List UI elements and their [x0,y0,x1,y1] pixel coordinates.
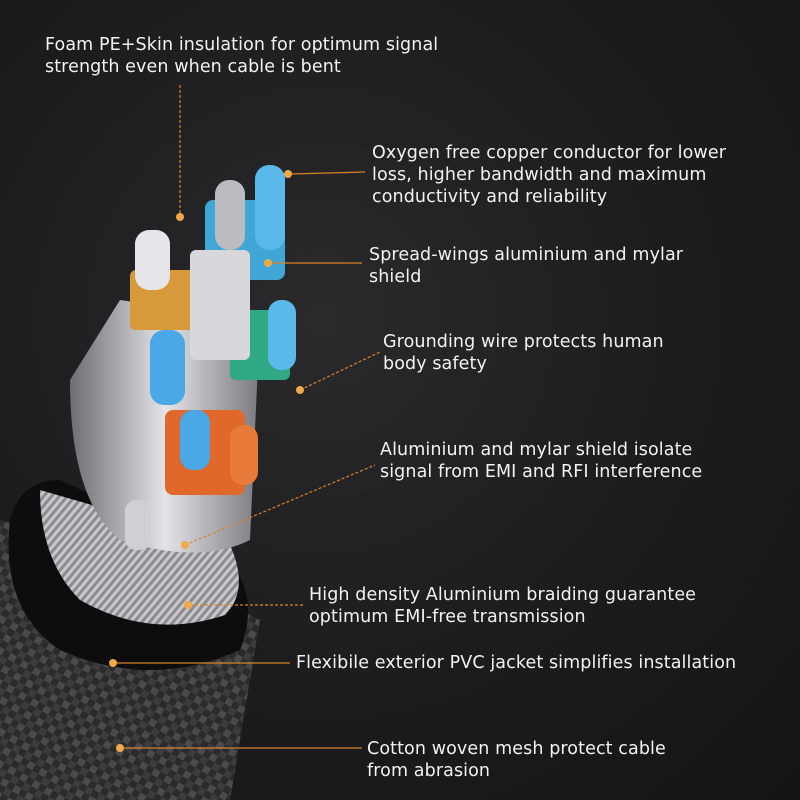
label-grounding: Grounding wire protects human body safet… [383,331,664,375]
label-insulation: Foam PE+Skin insulation for optimum sign… [45,34,438,78]
label-line: shield [369,267,422,287]
label-line: conductivity and reliability [372,187,608,207]
label-line: Oxygen free copper conductor for lower [372,143,726,163]
label-line: signal from EMI and RFI interference [380,462,703,482]
label-line: Spread-wings aluminium and mylar [369,245,684,265]
label-line: Cotton woven mesh protect cable [367,739,666,759]
label-braiding: High density Aluminium braiding guarante… [309,584,696,628]
label-line: body safety [383,354,487,374]
label-line: Aluminium and mylar shield isolate [380,440,693,460]
label-jacket: Flexibile exterior PVC jacket simplifies… [296,652,736,674]
label-line: Foam PE+Skin insulation for optimum sign… [45,35,439,55]
label-mylar-shield: Aluminium and mylar shield isolate signa… [380,439,702,483]
label-conductor: Oxygen free copper conductor for lower l… [372,142,726,208]
label-line: High density Aluminium braiding guarante… [309,585,697,605]
label-mesh: Cotton woven mesh protect cable from abr… [367,738,666,782]
label-line: Grounding wire protects human [383,332,664,352]
label-spread-shield: Spread-wings aluminium and mylar shield [369,244,683,288]
label-line: from abrasion [367,761,491,781]
label-line: loss, higher bandwidth and maximum [372,165,707,185]
label-line: strength even when cable is bent [45,57,341,77]
leader-dots [109,170,304,752]
label-line: optimum EMI-free transmission [309,607,586,627]
wire-pairs [125,165,296,550]
aluminium-braid [40,490,239,625]
label-line: Flexibile exterior PVC jacket simplifies… [296,653,737,673]
leader-lines [115,85,381,749]
